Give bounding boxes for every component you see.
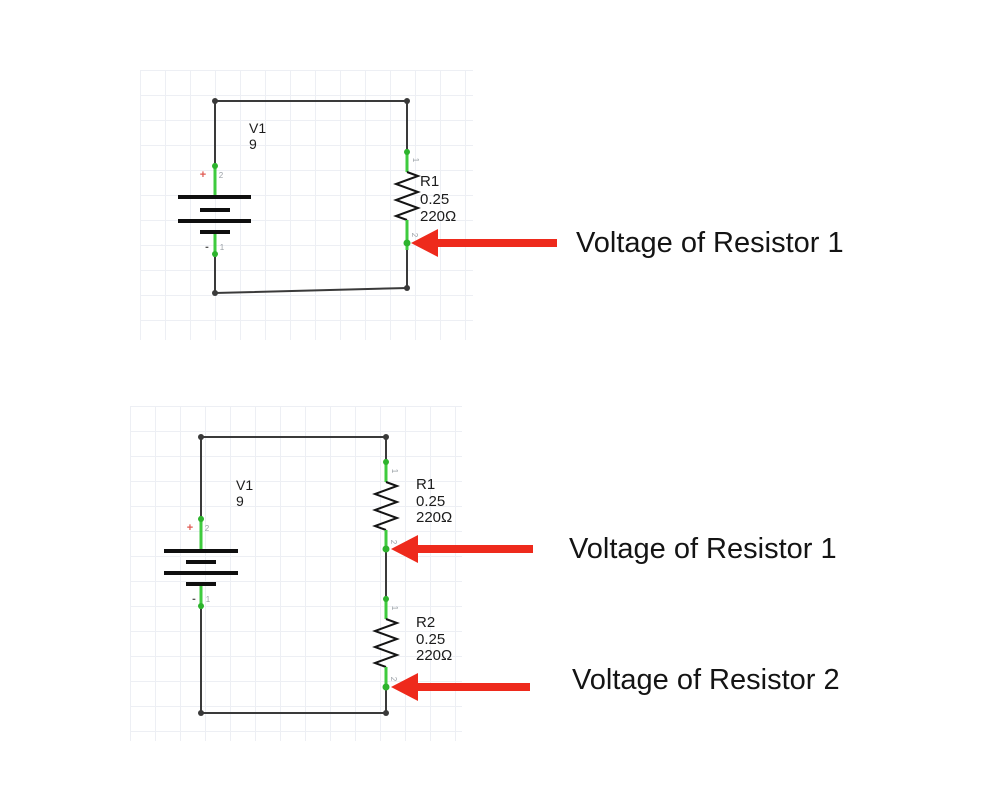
battery-value-label: 9 bbox=[236, 493, 244, 509]
junction-dot bbox=[212, 290, 218, 296]
pin-dot bbox=[198, 603, 204, 609]
pin-dot bbox=[403, 239, 411, 247]
resistor-ref-label: R1 bbox=[416, 476, 435, 493]
resistor-pin-number: 1 bbox=[390, 469, 399, 474]
battery-ref-label: V1 bbox=[249, 120, 266, 136]
battery-pin-number: 1 bbox=[220, 243, 225, 252]
pin-dot bbox=[212, 251, 218, 257]
resistor-zigzag bbox=[393, 171, 421, 221]
resistor-pin-number: 2 bbox=[389, 677, 398, 682]
junction-dot bbox=[212, 98, 218, 104]
junction-dot bbox=[383, 434, 389, 440]
pin-dot bbox=[382, 545, 390, 553]
battery-pin-number: 1 bbox=[206, 595, 211, 604]
resistor-zigzag bbox=[372, 481, 400, 531]
resistor-ref-label: R1 bbox=[420, 173, 439, 190]
wire-bottom bbox=[213, 286, 409, 295]
resistor-power-label: 0.25 bbox=[420, 191, 449, 208]
schematic-canvas-1 bbox=[140, 70, 473, 340]
resistor-power-label: 0.25 bbox=[416, 493, 445, 510]
pin-dot bbox=[212, 163, 218, 169]
junction-dot bbox=[198, 710, 204, 716]
circuit-1-wires bbox=[212, 98, 410, 296]
resistor-r2: 1 2 R2 0.25 220Ω bbox=[372, 596, 452, 691]
junction-dot bbox=[404, 285, 410, 291]
battery-symbol: + 2 - 1 V1 9 bbox=[164, 477, 253, 609]
circuit-1: + 2 - 1 V1 9 1 2 R1 0.25 220Ω bbox=[178, 98, 456, 296]
annotation-voltage-resistor-1-circuit-2: Voltage of Resistor 1 bbox=[569, 533, 837, 565]
left-arrow-icon bbox=[391, 535, 533, 563]
pin-dot bbox=[383, 459, 389, 465]
circuit-2-wires bbox=[198, 434, 389, 716]
resistor-pin-number: 2 bbox=[410, 233, 419, 238]
pin-dot bbox=[404, 149, 410, 155]
battery-minus-sign: - bbox=[192, 593, 196, 605]
resistor-resistance-label: 220Ω bbox=[416, 647, 452, 664]
circuit-2: + 2 - 1 V1 9 1 2 R1 0.25 220Ω 1 2 bbox=[164, 434, 452, 716]
battery-ref-label: V1 bbox=[236, 477, 253, 493]
annotation-voltage-resistor-1-circuit-1: Voltage of Resistor 1 bbox=[576, 227, 844, 259]
resistor-zigzag bbox=[372, 618, 400, 668]
callout-arrows bbox=[391, 229, 557, 701]
annotation-voltage-resistor-2-circuit-2: Voltage of Resistor 2 bbox=[572, 664, 840, 696]
junction-dot bbox=[383, 710, 389, 716]
pin-dot bbox=[383, 596, 389, 602]
resistor-pin-number: 1 bbox=[411, 158, 420, 163]
battery-symbol: + 2 - 1 V1 9 bbox=[178, 120, 266, 257]
pin-dot bbox=[382, 683, 390, 691]
junction-dot bbox=[198, 434, 204, 440]
battery-value-label: 9 bbox=[249, 136, 257, 152]
resistor-power-label: 0.25 bbox=[416, 631, 445, 648]
junction-dot bbox=[404, 98, 410, 104]
left-arrow-icon bbox=[391, 673, 530, 701]
battery-minus-sign: - bbox=[205, 241, 209, 253]
left-arrow-icon bbox=[411, 229, 557, 257]
battery-plus-sign: + bbox=[187, 522, 193, 534]
resistor-ref-label: R2 bbox=[416, 614, 435, 631]
resistor-resistance-label: 220Ω bbox=[420, 208, 456, 225]
resistor-r1: 1 2 R1 0.25 220Ω bbox=[372, 459, 452, 553]
resistor-resistance-label: 220Ω bbox=[416, 509, 452, 526]
battery-pin-number: 2 bbox=[219, 171, 224, 180]
pin-dot bbox=[198, 516, 204, 522]
resistor-pin-number: 1 bbox=[390, 606, 399, 611]
resistor-pin-number: 2 bbox=[389, 540, 398, 545]
battery-plus-sign: + bbox=[200, 169, 206, 181]
battery-pin-number: 2 bbox=[205, 524, 210, 533]
resistor-r1: 1 2 R1 0.25 220Ω bbox=[393, 149, 456, 250]
